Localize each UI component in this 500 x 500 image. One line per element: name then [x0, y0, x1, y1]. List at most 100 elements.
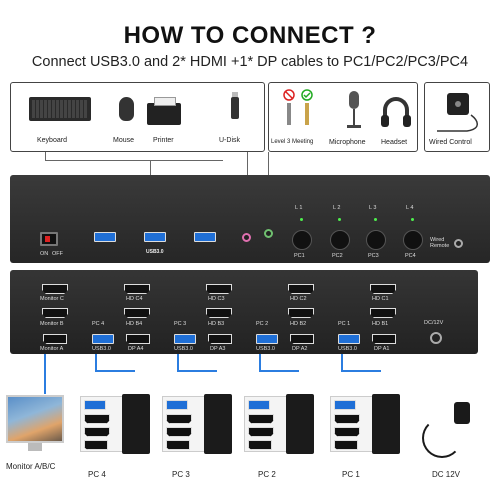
mouse-label: Mouse: [113, 137, 134, 144]
dp-port[interactable]: [208, 334, 232, 344]
front-usb-port[interactable]: [194, 232, 216, 242]
hdmi-b-port[interactable]: [288, 308, 314, 318]
pc-usb-port: [166, 400, 188, 410]
pc4-button-label: PC4: [405, 253, 416, 259]
wired-remote-label: Wired Remote: [430, 237, 454, 249]
keyboard-icon: [29, 97, 91, 121]
pc1-label: PC 1: [342, 470, 360, 479]
usb-label: USB3.0: [338, 346, 357, 352]
led-4-label: L 4: [406, 205, 413, 211]
front-usb-port[interactable]: [94, 232, 116, 242]
hdmi-b-label: HD B3: [208, 321, 224, 327]
pc3-label: PC 3: [172, 470, 190, 479]
dc-jack[interactable]: [430, 332, 442, 344]
led-2: [338, 218, 341, 221]
usb-label: USB3.0: [174, 346, 193, 352]
pc-hdmi-port: [84, 427, 110, 437]
hdmi-b-port[interactable]: [370, 308, 396, 318]
pc-hdmi-port: [334, 414, 360, 424]
microphone-icon: [343, 91, 365, 133]
wired-cable-icon: [427, 107, 487, 137]
hdmi-c-port[interactable]: [206, 284, 232, 294]
pc-group-label: PC 4: [92, 321, 104, 327]
switch-on-label: ON: [40, 251, 48, 257]
hdmi-c-label: HD C1: [372, 296, 389, 302]
hdmi-c-label: HD C4: [126, 296, 143, 302]
hdmi-b-label: HD B1: [372, 321, 388, 327]
usb-port[interactable]: [338, 334, 360, 344]
pc3-button[interactable]: [366, 230, 386, 250]
pc-tower: [286, 394, 314, 454]
usb-port[interactable]: [256, 334, 278, 344]
printer-label: Printer: [153, 137, 174, 144]
page-title: HOW TO CONNECT ?: [0, 22, 500, 50]
headset-icon: [383, 97, 409, 121]
hdmi-c-port[interactable]: [288, 284, 314, 294]
dp-port[interactable]: [372, 334, 396, 344]
headset-jack[interactable]: [264, 229, 273, 238]
wired-remote-jack[interactable]: [454, 239, 463, 248]
monitor-c-port[interactable]: [42, 284, 68, 294]
pc-dp-port: [334, 440, 358, 450]
udisk-label: U-Disk: [219, 137, 240, 144]
pc4-button[interactable]: [403, 230, 423, 250]
hdmi-c-port[interactable]: [124, 284, 150, 294]
monitor-a-port[interactable]: [43, 334, 67, 344]
led-2-label: L 2: [333, 205, 340, 211]
pc4-image: [80, 394, 150, 460]
pc2-button[interactable]: [330, 230, 350, 250]
peripheral-box-wired: Wired Control: [424, 82, 490, 152]
pc-hdmi-port: [334, 427, 360, 437]
pc1-button[interactable]: [292, 230, 312, 250]
pc-group-label: PC 1: [338, 321, 350, 327]
kvm-back-panel: Monitor C Monitor B Monitor A HD C4 PC 4…: [10, 270, 478, 354]
usb-port[interactable]: [92, 334, 114, 344]
cable-line: [44, 354, 46, 394]
printer-icon: [147, 103, 181, 125]
dp-label: DP A4: [128, 346, 144, 352]
dp-port[interactable]: [126, 334, 150, 344]
led-3-label: L 3: [369, 205, 376, 211]
mouse-icon: [119, 97, 134, 121]
pc-tower: [204, 394, 232, 454]
cable-line: [341, 370, 381, 372]
cable-line: [341, 354, 343, 370]
headset-label: Headset: [381, 139, 407, 146]
monitor-image: [6, 395, 64, 443]
pc-dp-port: [84, 440, 108, 450]
pc3-button-label: PC3: [368, 253, 379, 259]
pc-dp-port: [166, 440, 190, 450]
usb-port[interactable]: [174, 334, 196, 344]
pc-dp-port: [248, 440, 272, 450]
dc-label: DC/12V: [424, 320, 443, 326]
pc4-label: PC 4: [88, 470, 106, 479]
connector-line: [45, 160, 223, 161]
led-4: [411, 218, 414, 221]
cable-line: [259, 370, 299, 372]
hdmi-b-port[interactable]: [206, 308, 232, 318]
hdmi-b-label: HD B2: [290, 321, 306, 327]
led-1: [300, 218, 303, 221]
usb-label: USB3.0: [92, 346, 111, 352]
keyboard-label: Keyboard: [37, 137, 67, 144]
mic-jack[interactable]: [242, 233, 251, 242]
hdmi-c-port[interactable]: [370, 284, 396, 294]
power-switch[interactable]: [40, 232, 58, 246]
monitor-b-port[interactable]: [42, 308, 68, 318]
hdmi-b-port[interactable]: [124, 308, 150, 318]
pc3-image: [162, 394, 232, 460]
switch-off-label: OFF: [52, 251, 63, 257]
monitor-c-label: Monitor C: [40, 296, 64, 302]
hdmi-c-label: HD C2: [290, 296, 307, 302]
monitor-b-label: Monitor B: [40, 321, 64, 327]
monitor-a-label: Monitor A: [40, 346, 63, 352]
cable-line: [177, 354, 179, 370]
front-usb-port[interactable]: [144, 232, 166, 242]
dp-label: DP A1: [374, 346, 390, 352]
dp-port[interactable]: [290, 334, 314, 344]
pc-hdmi-port: [84, 414, 110, 424]
led-3: [374, 218, 377, 221]
usb-label: USB3.0: [256, 346, 275, 352]
page-subtitle: Connect USB3.0 and 2* HDMI +1* DP cables…: [0, 54, 500, 70]
pc-tower: [372, 394, 400, 454]
